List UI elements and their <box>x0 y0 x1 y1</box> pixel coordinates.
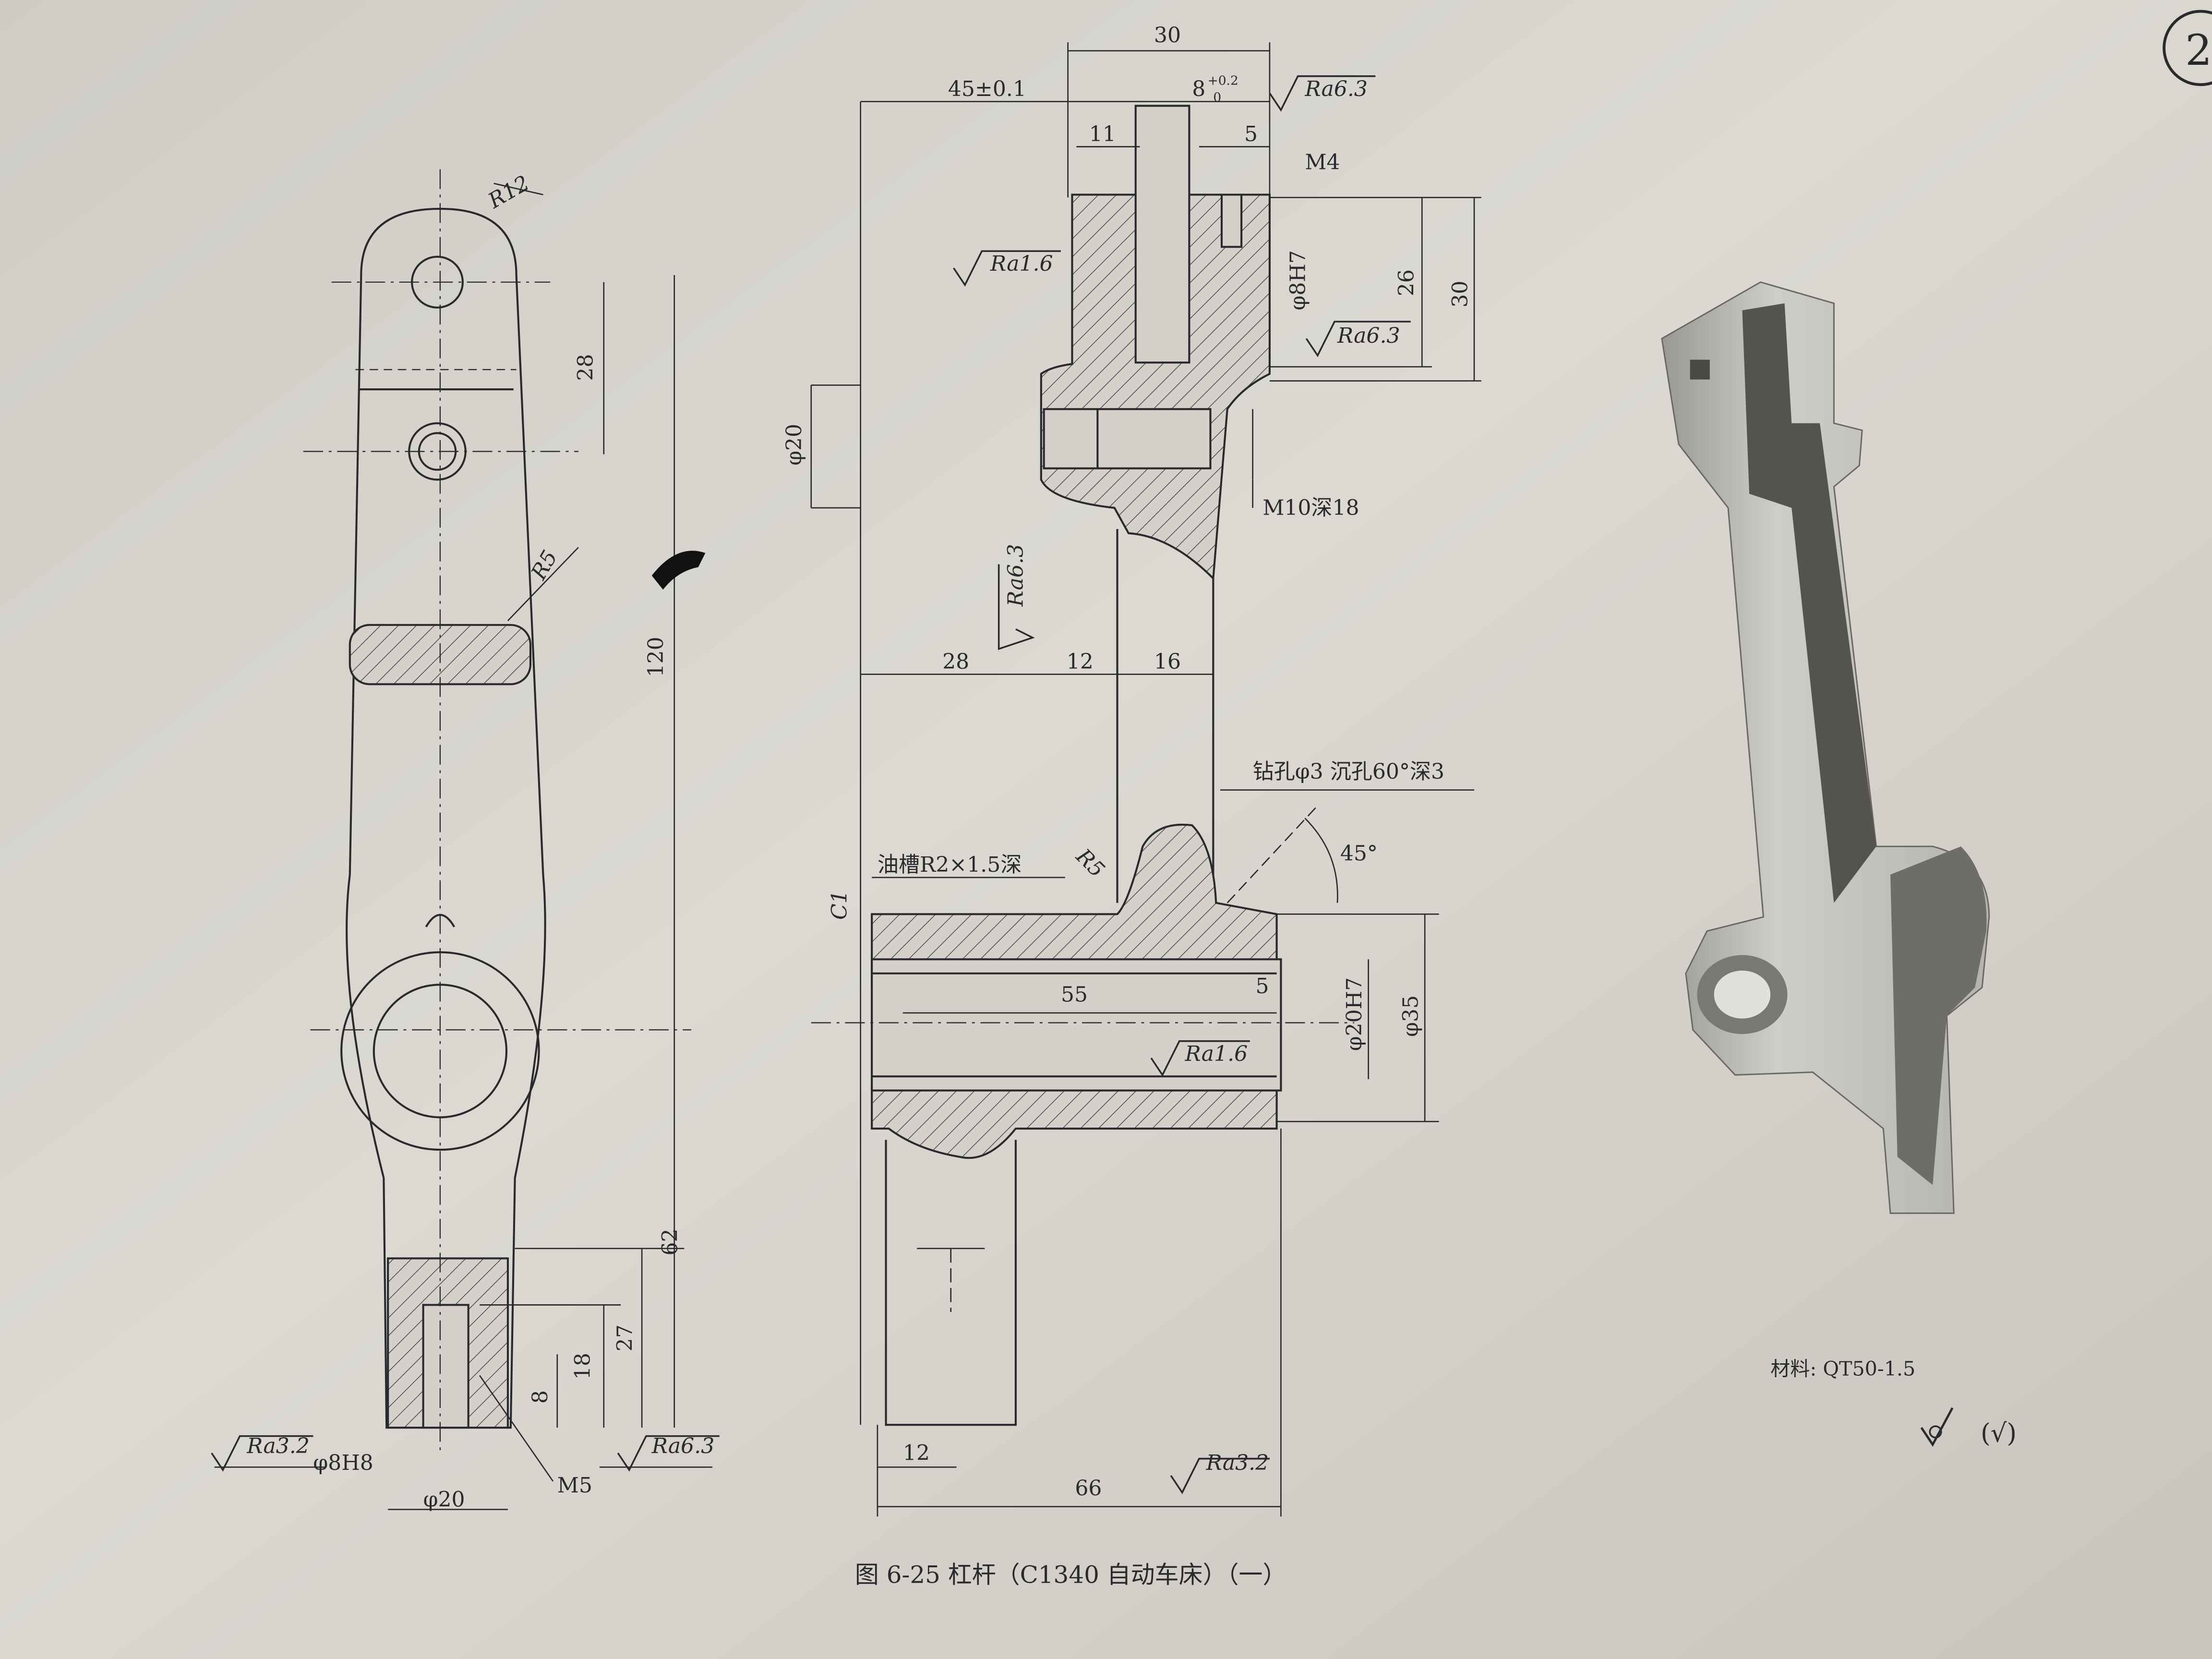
roughness-symbols <box>211 75 1411 1494</box>
dim-8-lower-tol: 0 <box>1213 90 1221 105</box>
dim-30-top: 30 <box>1154 23 1181 48</box>
dim-8-front: 8 <box>528 1390 553 1404</box>
bore-phi20h7: φ20H7 <box>1342 977 1367 1051</box>
dim-5-bore: 5 <box>1256 974 1269 998</box>
dim-62: 62 <box>658 1228 683 1255</box>
dim-18: 18 <box>570 1353 595 1380</box>
dim-11: 11 <box>1089 122 1116 146</box>
ra-mid: Ra6.3 <box>1337 324 1400 348</box>
page-number-mark: 2 <box>2163 10 2212 86</box>
roughness-default: (√) <box>1920 1407 2017 1448</box>
thread-m5: M5 <box>557 1473 592 1498</box>
hole-phi8h8: φ8H8 <box>313 1451 373 1475</box>
thread-m4: M4 <box>1305 150 1340 175</box>
dim-120: 120 <box>644 637 668 677</box>
dim-45: 45±0.1 <box>948 77 1026 101</box>
hole-phi8h7: φ8H7 <box>1286 250 1310 310</box>
ra-slot: Ra1.6 <box>990 252 1053 276</box>
ra-left: Ra3.2 <box>246 1434 310 1458</box>
dim-8-upper-tol: +0.2 <box>1208 73 1238 88</box>
thread-m10: M10深18 <box>1262 496 1359 520</box>
dim-8-value: 8 <box>1192 77 1205 101</box>
roughness-default-text: (√) <box>1981 1419 2017 1448</box>
dim-30-right: 30 <box>1448 281 1472 308</box>
page-number-text: 2 <box>2185 25 2212 75</box>
dim-27: 27 <box>613 1324 637 1351</box>
dim-phi20-front: φ20 <box>423 1488 465 1512</box>
front-view <box>214 169 713 1510</box>
dim-28-front: 28 <box>573 354 598 381</box>
ra-bottom-section: Ra3.2 <box>1206 1451 1269 1475</box>
groove-note: 油槽R2×1.5深 <box>878 853 1022 877</box>
material-label: 材料: QT50-1.5 <box>1770 1357 1915 1380</box>
figure-caption: 图 6-25 杠杆（C1340 自动车床）（一） <box>855 1561 1286 1588</box>
ra-top: Ra6.3 <box>1304 77 1368 101</box>
chamfer-c1: C1 <box>827 890 852 920</box>
dim-55: 55 <box>1061 983 1088 1007</box>
dim-phi35: φ35 <box>1398 995 1423 1037</box>
ink-mark <box>651 551 706 590</box>
section-view <box>810 42 1481 1517</box>
dim-8-tolerance: 8 +0.2 0 <box>1192 73 1238 105</box>
front-view-labels: R12 R5 28 120 62 27 18 8 φ20 φ8H8 M5 Ra3… <box>246 171 714 1512</box>
section-view-labels: 30 45±0.1 8 +0.2 0 Ra6.3 11 5 M4 Ra1.6 φ… <box>782 23 1472 1501</box>
dim-5-top: 5 <box>1244 122 1258 146</box>
dim-16: 16 <box>1154 649 1181 674</box>
dim-phi20-section: φ20 <box>782 424 806 466</box>
dim-12-bottom: 12 <box>903 1441 930 1466</box>
dim-12-section: 12 <box>1067 649 1094 674</box>
angle-45: 45° <box>1340 842 1378 866</box>
ra-bottom-front: Ra6.3 <box>651 1434 715 1458</box>
ra-web: Ra6.3 <box>1004 544 1028 607</box>
dim-28-section: 28 <box>942 649 969 674</box>
dim-26: 26 <box>1395 269 1419 296</box>
dim-66: 66 <box>1075 1476 1102 1501</box>
drill-note: 钻孔φ3 沉孔60°深3 <box>1253 759 1444 784</box>
model-render <box>1661 281 1990 1214</box>
ra-bore: Ra1.6 <box>1185 1042 1248 1066</box>
